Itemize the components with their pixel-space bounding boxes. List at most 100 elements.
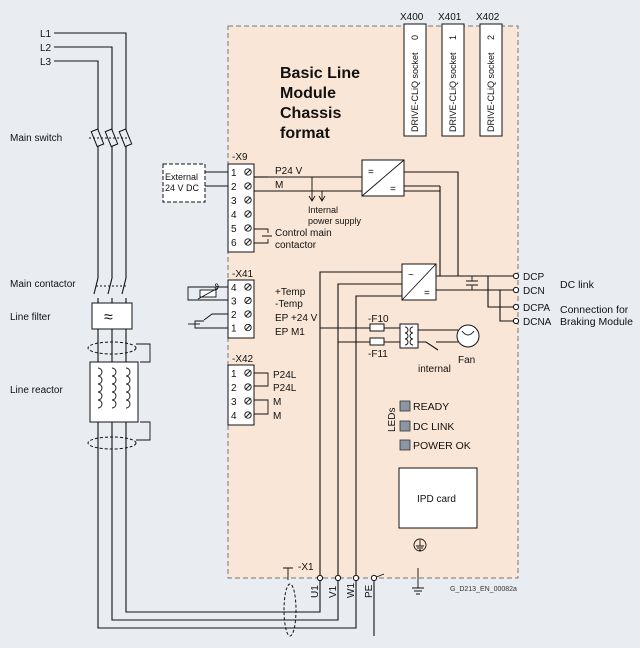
x9-pin-4: 4	[231, 210, 237, 221]
dc-terminals: DCP DCN DCPA DCNA DC link Connection for…	[512, 272, 633, 328]
control-contactor-line-2: contactor	[275, 240, 317, 251]
line-reactor-box	[89, 361, 139, 423]
rectifier: ~ =	[319, 191, 514, 578]
dcdc-bottom: =	[390, 184, 396, 195]
socket-x400-label: DRIVE-CLiQ socket	[410, 52, 420, 132]
theta-symbol: ϑ	[214, 282, 219, 292]
x42-pin-slot	[245, 398, 251, 404]
socket-x400-num: 0	[410, 35, 420, 40]
x1-terminal-v1: V1	[328, 585, 339, 598]
x41-signal-3: EP +24 V	[275, 313, 318, 324]
x42-name: -X42	[232, 354, 254, 365]
dc-terminal-dcn: DCN	[523, 286, 545, 297]
socket-x402-id: X402	[476, 12, 500, 23]
x9-p24-label: P24 V	[275, 166, 303, 177]
socket-x402-label: DRIVE-CLiQ socket	[486, 52, 496, 132]
leds-title: LEDs	[387, 408, 398, 432]
x9-pin-slot	[245, 197, 251, 203]
x41-signal-4: EP M1	[275, 327, 305, 338]
module-title-line-2: Module	[280, 85, 336, 102]
terminal-x1: -X1 U1 V1 W1 PE	[298, 562, 378, 598]
x9-name: -X9	[232, 152, 248, 163]
socket-x401-id: X401	[438, 12, 462, 23]
x41-pin-1: 1	[231, 324, 237, 335]
socket-x401-label: DRIVE-CLiQ socket	[448, 52, 458, 132]
led-dc-link-label: DC LINK	[413, 421, 454, 433]
x41-signal-1: +Temp	[275, 287, 306, 298]
module-title-line-4: format	[280, 125, 330, 142]
led-ready-label: READY	[413, 401, 449, 413]
line-filter: Line filter ≈	[10, 302, 133, 330]
led-power-ok	[399, 439, 411, 451]
x42-pin-2: 2	[231, 383, 237, 394]
internal-supply-line-2: power supply	[308, 216, 362, 226]
fan-circuit: -F10 -F11 internal Fan	[320, 314, 480, 375]
x42-pin-4: 4	[231, 411, 237, 422]
led-ready	[399, 400, 411, 412]
fan-label: Fan	[458, 355, 475, 366]
led-dc-link	[399, 420, 411, 432]
x1-terminal-u1: U1	[310, 585, 321, 598]
control-contactor-line-1: Control main	[275, 228, 332, 239]
fuse-f11: -F11	[368, 349, 388, 360]
rect-top: ~	[408, 270, 414, 281]
fuse-f10: -F10	[368, 314, 389, 325]
line-filter-symbol: ≈	[104, 309, 113, 326]
line-filter-box	[91, 302, 133, 330]
ipd-card-label: IPD card	[417, 494, 456, 505]
x9-pin-6: 6	[231, 238, 237, 249]
rect-bottom: =	[424, 288, 430, 299]
x9-pin-3: 3	[231, 196, 237, 207]
x42-signal-2: P24L	[273, 383, 297, 394]
x9-pin-1: 1	[231, 168, 237, 179]
module-title-line-3: Chassis	[280, 105, 341, 122]
x42-signal-4: M	[273, 411, 281, 422]
x42-signal-3: M	[273, 397, 281, 408]
x9-pin-slot	[245, 225, 251, 231]
dc-terminal-dcna: DCNA	[523, 317, 552, 328]
x41-pin-slot	[245, 311, 251, 317]
mains-phases: L1 L2 L3	[40, 29, 375, 636]
x9-pin-5: 5	[231, 224, 237, 235]
braking-label-line-1: Connection for	[560, 304, 629, 316]
dc-terminal-dcpa: DCPA	[523, 303, 550, 314]
x41-pin-slot	[245, 297, 251, 304]
braking-label-line-2: Braking Module	[560, 316, 633, 328]
phase-label-l2: L2	[40, 43, 52, 54]
x9-pin-slot	[245, 183, 251, 189]
socket-x401[interactable]: X401 DRIVE-CLiQ socket 1	[438, 12, 465, 137]
x41-pin-3: 3	[231, 297, 237, 308]
main-contactor: Main contactor	[10, 277, 130, 298]
dcdc-top: =	[368, 167, 374, 178]
socket-x402[interactable]: X402 DRIVE-CLiQ socket 2	[476, 12, 503, 137]
x41-pin-slot	[245, 284, 251, 290]
socket-x400-id: X400	[400, 12, 424, 23]
external-supply-line-1: External	[165, 172, 198, 182]
main-switch: Main switch	[10, 128, 133, 148]
x42-pin-1: 1	[231, 369, 237, 380]
led-power-ok-label: POWER OK	[413, 440, 471, 452]
external-supply-line-2: 24 V DC	[165, 183, 200, 193]
x41-pin-slot	[245, 324, 251, 331]
line-reactor-label: Line reactor	[10, 385, 63, 396]
x1-terminal-pe: PE	[364, 584, 375, 598]
line-filter-label: Line filter	[10, 312, 51, 323]
fan-icon	[456, 324, 480, 348]
external-24v-box	[162, 163, 206, 203]
dc-link-label: DC link	[560, 279, 595, 291]
fan-internal-label: internal	[418, 364, 451, 375]
led-panel: LEDs READY DC LINK POWER OK	[387, 400, 471, 452]
x9-pin-slot	[245, 239, 251, 245]
x42-pin-slot	[245, 412, 251, 418]
main-switch-label: Main switch	[10, 133, 62, 144]
socket-x400[interactable]: X400 DRIVE-CLiQ socket 0	[400, 12, 427, 137]
socket-x401-num: 1	[448, 35, 458, 40]
fan-transformer	[399, 323, 419, 349]
main-contactor-label: Main contactor	[10, 279, 76, 290]
module-title-line-1: Basic Line	[280, 65, 360, 82]
dcdc-converter: = =	[361, 159, 459, 276]
x41-name: -X41	[232, 269, 254, 280]
